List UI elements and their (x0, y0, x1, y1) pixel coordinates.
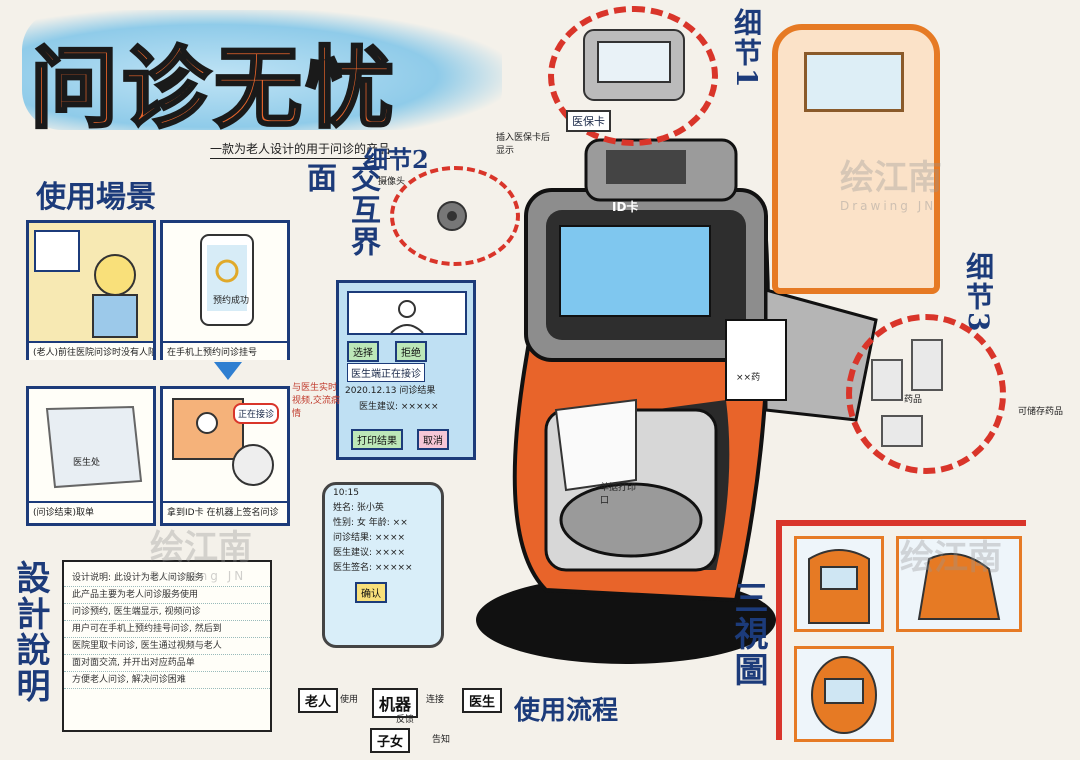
camera-icon (437, 201, 467, 231)
scene-illustration: 医生处 (29, 389, 153, 501)
design-note-notebook: 设计说明: 此设计为老人问诊服务 此产品主要为老人问诊服务使用 问诊预约, 医生… (62, 560, 272, 732)
detail-2-circle (390, 166, 520, 266)
design-note-line: 问诊预约, 医生端显示, 视频问诊 (64, 604, 270, 621)
side-view-orange (772, 24, 940, 294)
design-note-line: 方便老人问诊, 解决问诊困难 (64, 672, 270, 689)
doctor-avatar-icon (390, 300, 424, 334)
flow-edge-notify: 告知 (432, 735, 451, 745)
scene-panel-1: (老人)前往医院问诊时没有人陪伴 (26, 220, 156, 360)
three-view-frame-left (776, 520, 782, 740)
scene-speech-bubble: 正在接诊 (233, 403, 280, 424)
scene-panel-2: 预约成功 在手机上预约问诊挂号 (160, 220, 290, 360)
camera-note: 摄像头 (378, 177, 406, 187)
medicine-bottles-icon (871, 339, 943, 447)
card-slot-icon (583, 29, 685, 101)
phone-result: 10:15 姓名: 张小英 性别: 女 年龄: ×× 问诊结果: ×××× 医生… (322, 482, 444, 648)
scene-panel-3: 医生处 (问诊结束)取单 (26, 386, 156, 526)
interface-label: 交互界面 (301, 162, 380, 258)
record-line: 医生建议: ××××× (359, 402, 439, 412)
detail-3-side-note: 可储存药品 (1018, 407, 1064, 417)
record-date: 2020.12.13 问诊结果 (345, 386, 436, 396)
watermark-sub: Drawing JN (150, 569, 247, 583)
scene-illustration: 预约成功 (163, 223, 287, 341)
side-view-icon (917, 552, 1001, 620)
detail-2-label: 细节2 (364, 145, 429, 174)
medicine-label: ××药 (736, 373, 761, 383)
elderly-figure-icon (34, 230, 138, 338)
scene-phone-text: 预约成功 (213, 296, 250, 306)
detail-1-label: 细节1 (730, 8, 763, 90)
watermark-sub: Drawing JN (840, 199, 937, 213)
select-button[interactable]: 选择 (347, 341, 379, 362)
phone-result-line: 医生签名: ××××× (333, 563, 413, 573)
flow-node-children: 子女 (370, 728, 411, 753)
top-view (794, 646, 894, 742)
side-view-screen (804, 52, 904, 112)
scene-caption-2: 在手机上预约问诊挂号 (163, 341, 287, 360)
scene-illustration (29, 223, 153, 341)
detail-3-circle (846, 314, 1006, 474)
phone-result-line: 姓名: 张小英 (333, 503, 384, 513)
doctor-status-bar: 医生端正在接诊 (347, 363, 425, 382)
design-note-line: 医院里取卡问诊, 医生通过视频与老人 (64, 638, 270, 655)
flow-node-doctor: 医生 (462, 688, 503, 713)
flow-node-machine: 机器 (372, 688, 419, 718)
three-views-label: 三視圖 (728, 580, 768, 688)
flow-edge-feedback: 反馈 (396, 715, 415, 725)
flow-node-elderly: 老人 (298, 688, 339, 713)
receipt-bag-icon (45, 405, 143, 489)
title-bg (22, 10, 502, 130)
watermark-brand: 绘江南 (840, 158, 942, 198)
front-view (794, 536, 884, 632)
phone-result-line: 医生建议: ×××× (333, 548, 406, 558)
insurance-card-label: 医保卡 (566, 110, 611, 132)
doctor-video-window (347, 291, 467, 335)
interface-screen: 选择 拒绝 医生端正在接诊 2020.12.13 问诊结果 医生建议: ××××… (336, 280, 476, 460)
detail-1-note: 插入医保卡后显示 (496, 133, 551, 156)
three-view-frame-top (776, 520, 1026, 526)
id-card-slot-label: ID卡 (612, 200, 639, 214)
design-note-line: 此产品主要为老人问诊服务使用 (64, 587, 270, 604)
detail-1-circle (548, 6, 718, 146)
front-view-icon (808, 549, 870, 624)
design-note-line: 设计说明: 此设计为老人问诊服务 (64, 570, 270, 587)
phone-result-line: 性别: 女 年龄: ×× (333, 518, 408, 528)
scene-illustration: 正在接诊 (163, 389, 287, 501)
usage-scene-label: 使用場景 (36, 180, 156, 215)
scene-bag-text: 医生处 (73, 458, 101, 468)
scene-caption-4: 拿到ID卡 在机器上签名问诊 (163, 501, 287, 520)
phone-result-line: 问诊结果: ×××× (333, 533, 406, 543)
watermark-brand: 绘江南 (150, 528, 252, 568)
watermark: 绘江南 Drawing JN (150, 520, 252, 583)
flow-edge-use: 使用 (340, 695, 359, 705)
scene-caption-1: (老人)前往医院问诊时没有人陪伴 (29, 341, 153, 360)
top-view-icon (811, 656, 877, 734)
flow-edge-connect: 连接 (426, 695, 445, 705)
phone-status-time: 10:15 (333, 488, 359, 498)
print-result-button[interactable]: 打印结果 (351, 429, 403, 450)
watermark: 绘江南 Drawing JN (840, 150, 942, 213)
scene-panel-4: 正在接诊 拿到ID卡 在机器上签名问诊 (160, 386, 290, 526)
page-subtitle: 一款为老人设计的用于问诊的产品 (210, 140, 391, 159)
cancel-button[interactable]: 取消 (417, 429, 449, 450)
interface-side-note: 与医生实时视频,交流病情 (292, 383, 340, 419)
watermark-brand: 绘江南 (900, 538, 1002, 578)
usage-flow-label: 使用流程 (514, 696, 619, 726)
video-call-icon (172, 398, 274, 486)
watermark: 绘江南 (900, 530, 1002, 579)
detail-3-note: 药品 (904, 395, 923, 405)
design-note-line: 用户可在手机上预约挂号问诊, 然后到 (64, 621, 270, 638)
design-note-label: 設計說明 (10, 560, 50, 704)
scene-caption-3: (问诊结束)取单 (29, 501, 153, 520)
kiosk-machine-illustration (476, 138, 878, 664)
detail-3-label: 细节3 (962, 252, 995, 334)
page-title: 问诊无忧 (28, 36, 399, 142)
arrow-down-icon (214, 362, 242, 380)
slot-note: 单据打印口 (600, 483, 637, 506)
confirm-button[interactable]: 确认 (355, 582, 387, 603)
reject-button[interactable]: 拒绝 (395, 341, 427, 362)
design-note-line: 面对面交流, 并开出对应药品单 (64, 655, 270, 672)
phone-hand-icon (200, 234, 254, 326)
side-view (896, 536, 1022, 632)
